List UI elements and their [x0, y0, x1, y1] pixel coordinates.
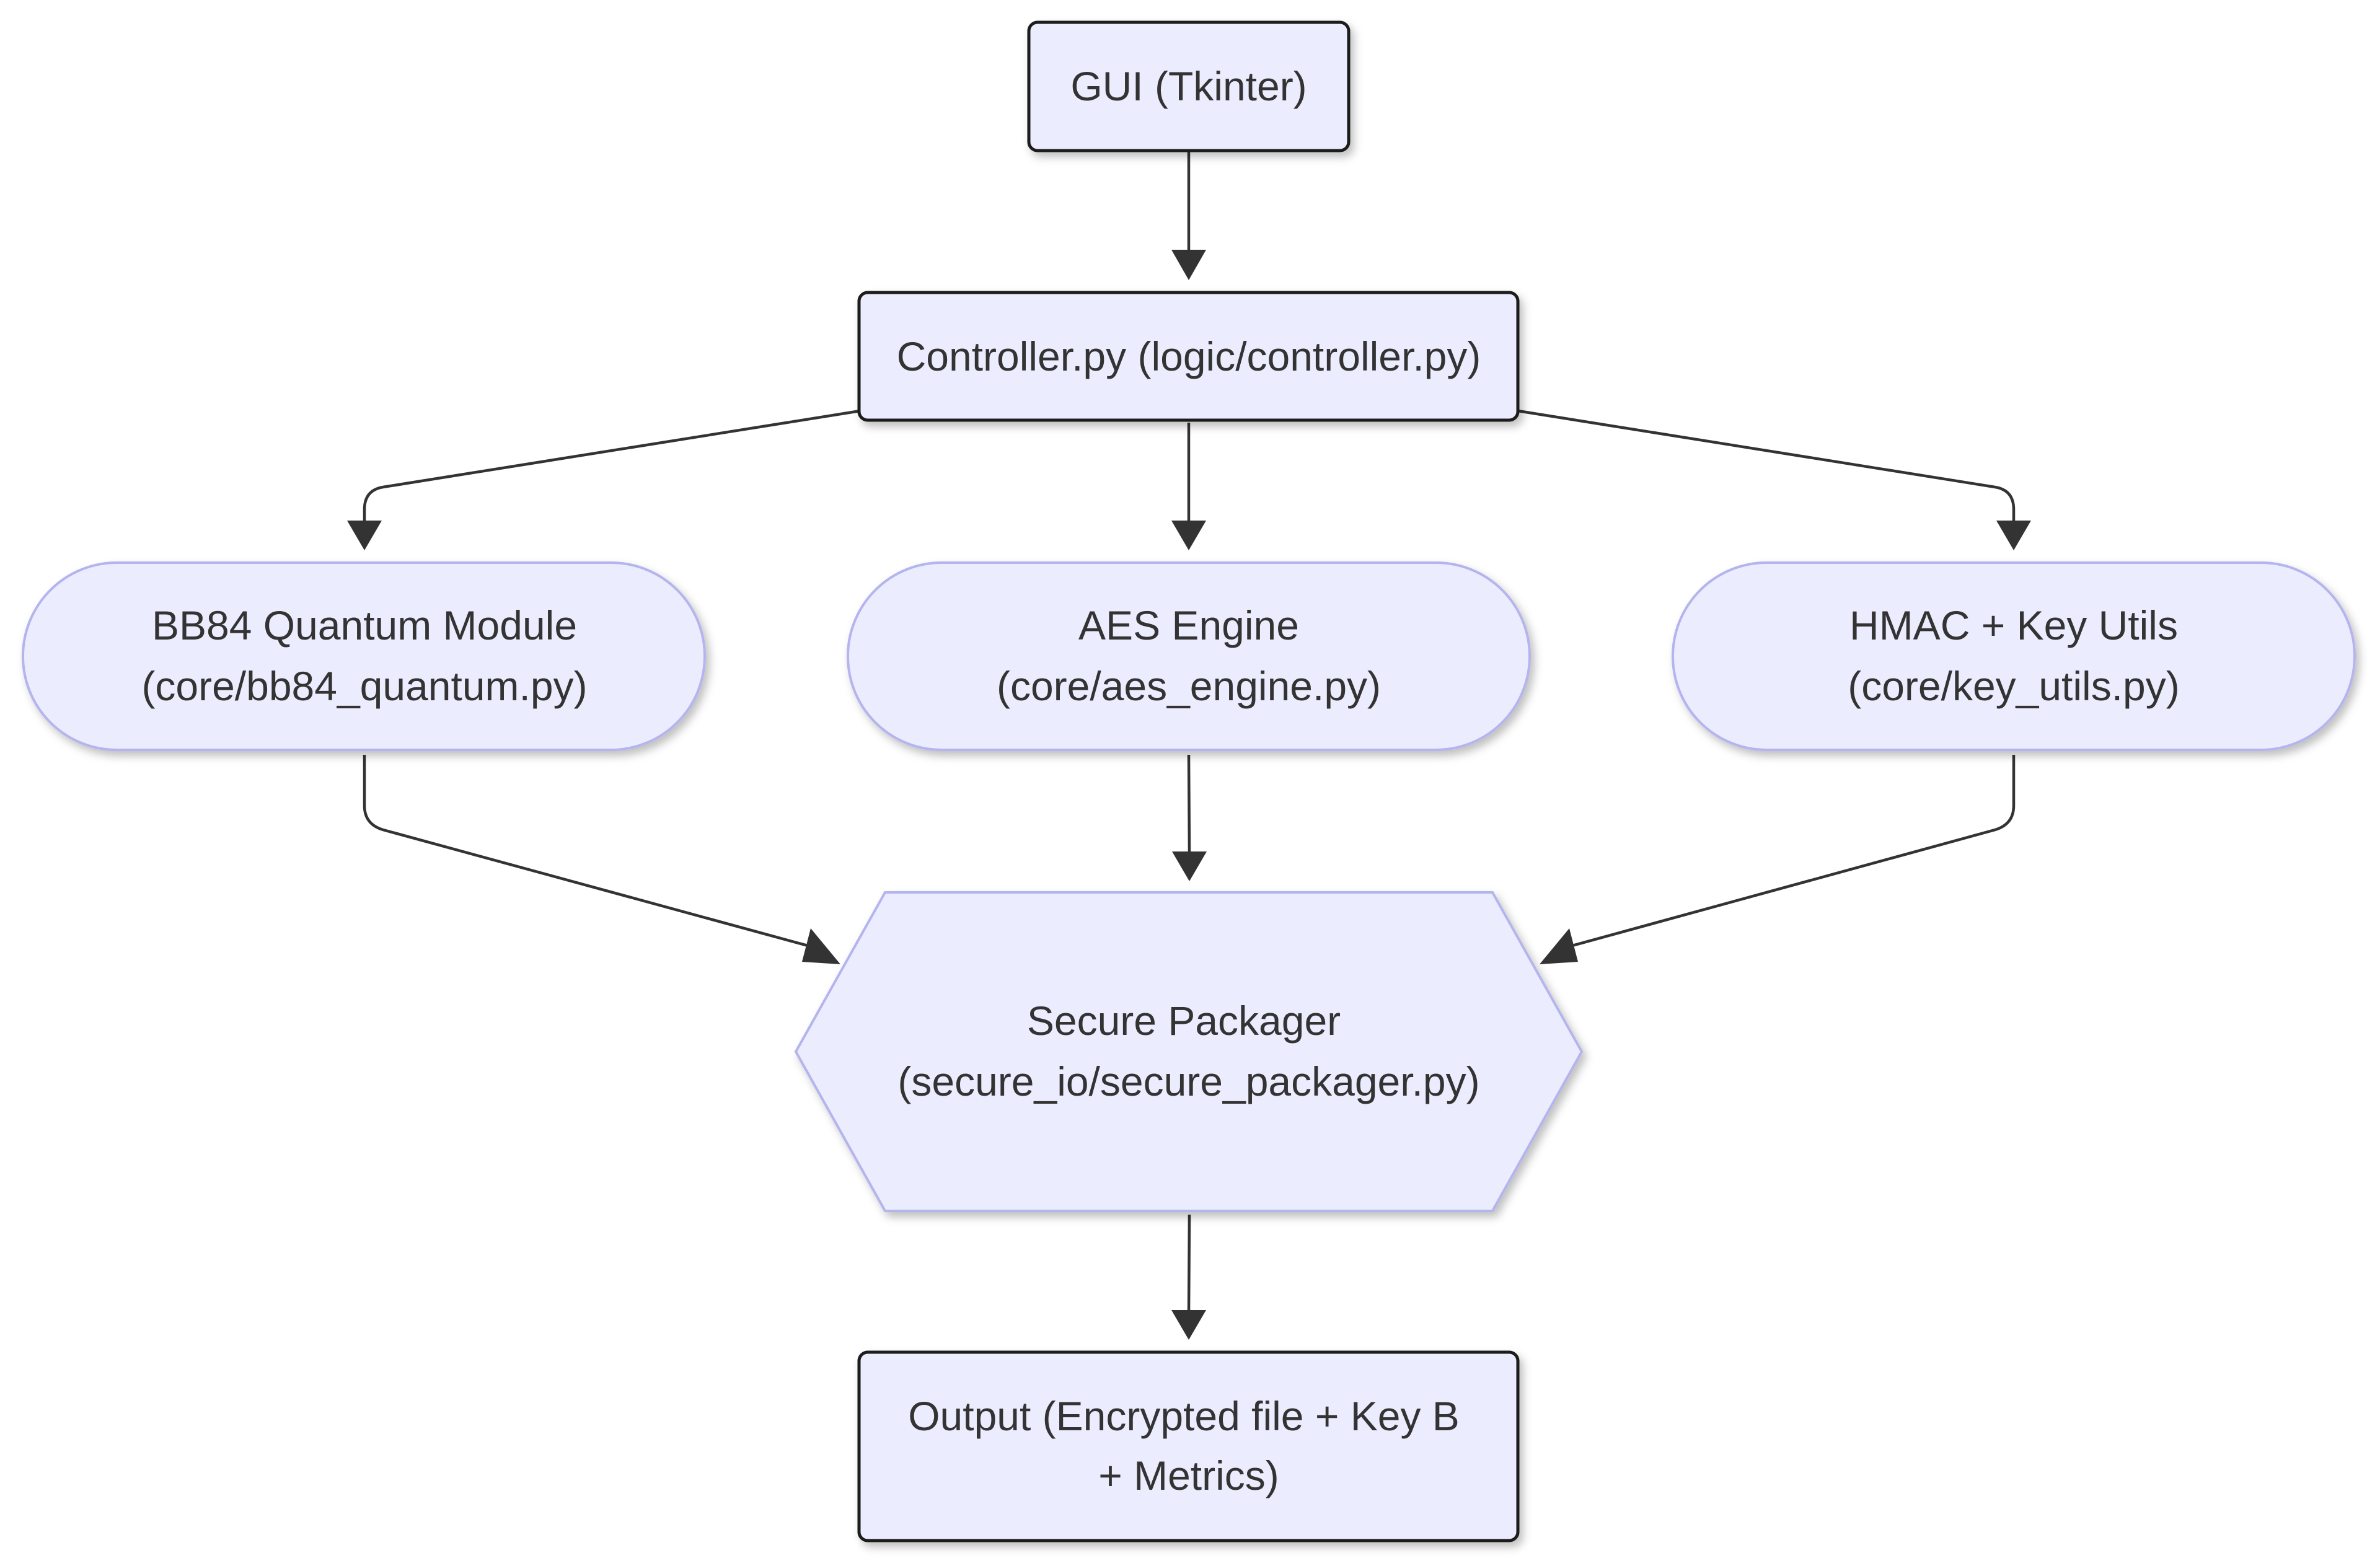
edge-controller-to-aes — [1171, 423, 1206, 550]
node-box — [22, 561, 706, 751]
edge-packager-to-output — [1171, 1214, 1206, 1340]
node-aes-engine[interactable]: AES Engine (core/aes_engine.py) — [847, 561, 1531, 751]
node-hmac-key-utils[interactable]: HMAC + Key Utils (core/key_utils.py) — [1672, 561, 2356, 751]
arrowhead — [1172, 851, 1207, 881]
node-gui[interactable]: GUI (Tkinter) — [1027, 20, 1351, 152]
node-label-path: (core/aes_engine.py) — [997, 663, 1381, 709]
arrowhead — [1540, 928, 1578, 964]
node-box — [857, 1350, 1520, 1542]
node-label-title: HMAC + Key Utils — [1849, 602, 2178, 648]
node-box — [857, 291, 1520, 422]
arrowhead — [1996, 521, 2031, 550]
node-box — [847, 561, 1531, 751]
node-controller[interactable]: Controller.py (logic/controller.py) — [857, 291, 1520, 422]
node-label-title: Output (Encrypted file + Key B — [908, 1393, 1460, 1439]
arrowhead — [802, 928, 840, 964]
arrowhead — [347, 521, 382, 550]
node-box — [1672, 561, 2356, 751]
node-label-title: BB84 Quantum Module — [152, 602, 577, 648]
arrowhead — [1171, 250, 1206, 280]
node-label-path: (core/bb84_quantum.py) — [141, 663, 587, 709]
edge-hmac-to-packager — [1540, 755, 2016, 964]
node-output[interactable]: Output (Encrypted file + Key B + Metrics… — [857, 1350, 1520, 1542]
arrowhead — [1171, 1310, 1206, 1340]
edge-bb84-to-packager — [363, 755, 840, 964]
node-box — [1027, 20, 1351, 152]
node-label-title: AES Engine — [1078, 602, 1299, 648]
node-secure-packager[interactable]: Secure Packager (secure_io/secure_packag… — [794, 891, 1584, 1212]
edge-controller-to-bb84 — [347, 409, 861, 550]
node-box — [794, 891, 1584, 1212]
edge-gui-to-controller — [1171, 151, 1206, 280]
node-label-title: Secure Packager — [1027, 998, 1341, 1044]
edge-controller-to-hmac — [1517, 409, 2031, 550]
node-label-detail: + Metrics) — [1098, 1453, 1279, 1498]
node-bb84-quantum-module[interactable]: BB84 Quantum Module (core/bb84_quantum.p… — [22, 561, 706, 751]
node-label: Controller.py (logic/controller.py) — [897, 333, 1481, 379]
node-label-path: (secure_io/secure_packager.py) — [897, 1058, 1479, 1104]
arrowhead — [1171, 521, 1206, 550]
edges — [347, 151, 2031, 1340]
node-label: GUI (Tkinter) — [1070, 63, 1307, 109]
edge-aes-to-packager — [1172, 754, 1207, 881]
node-label-path: (core/key_utils.py) — [1848, 663, 2180, 709]
